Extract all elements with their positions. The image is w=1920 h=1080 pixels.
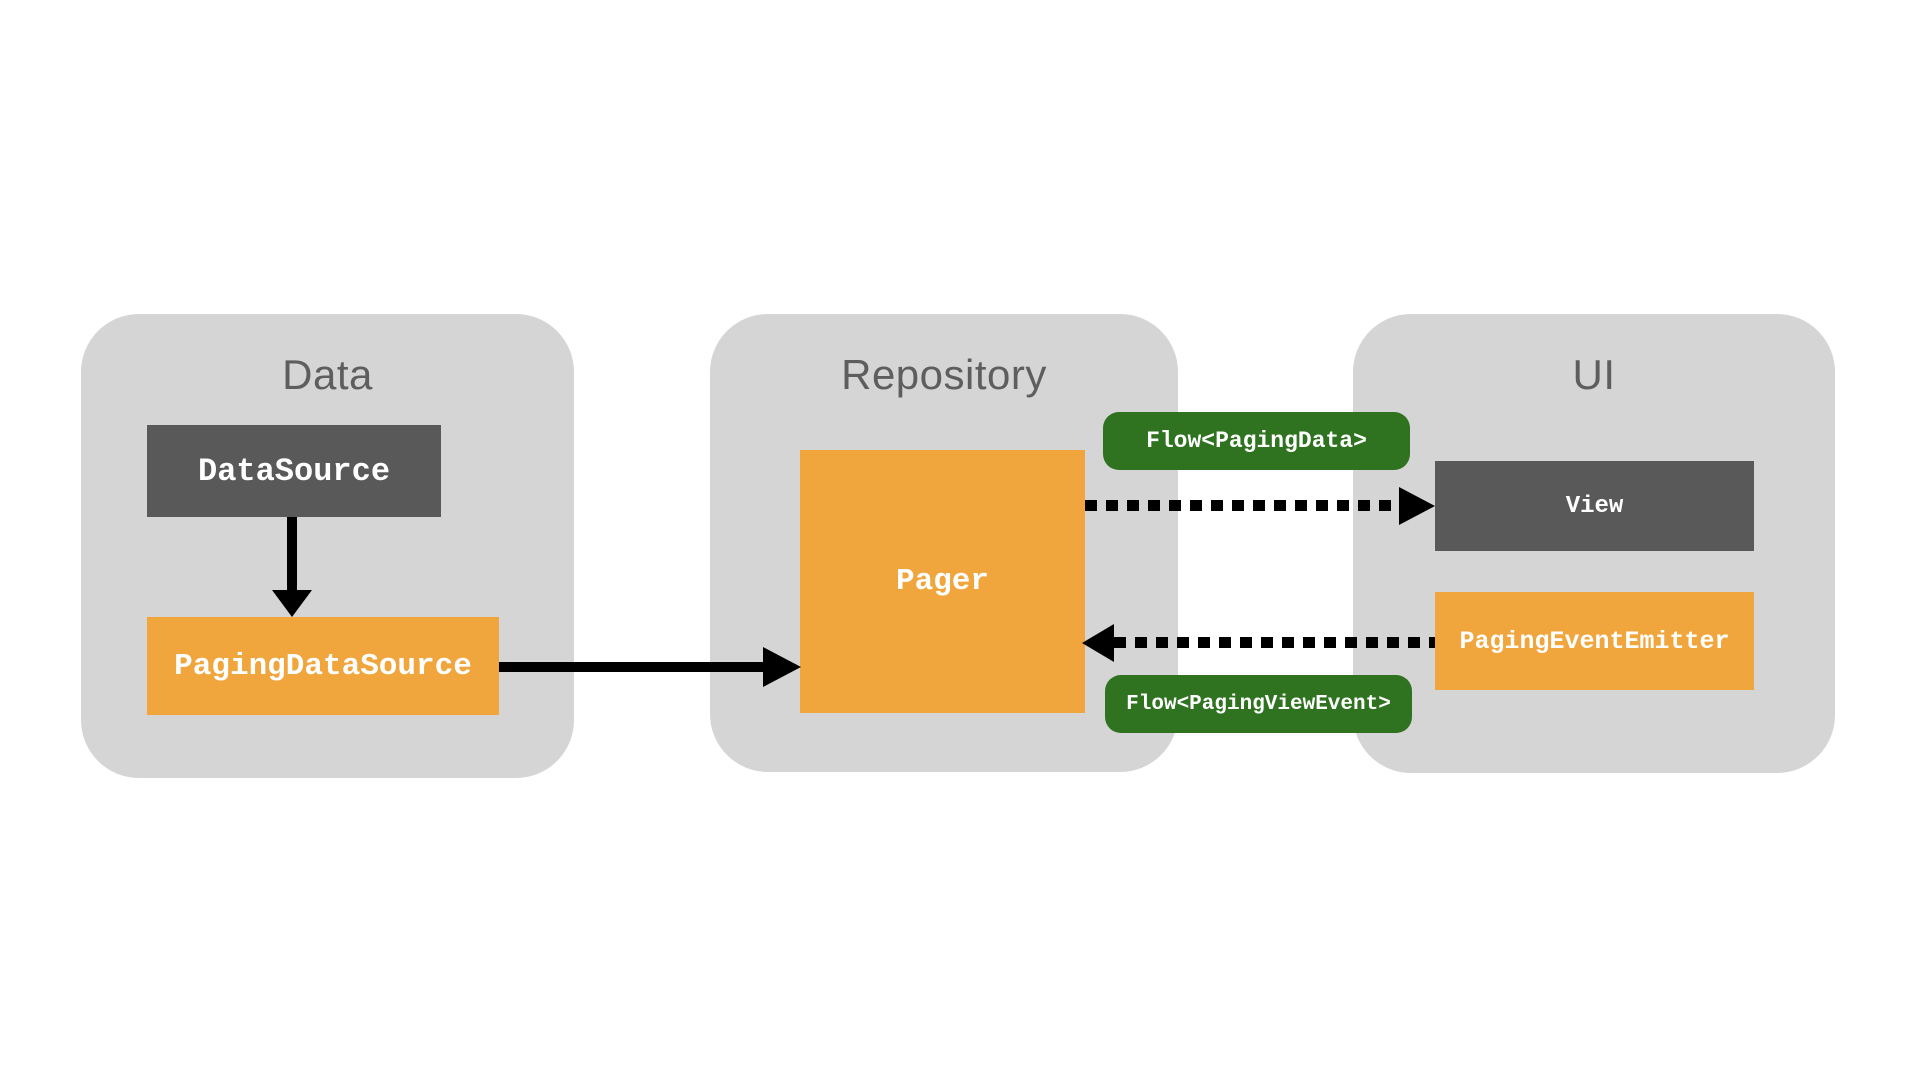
- dashed-arrow-pagingeventemitter-to-pager-head: [1082, 624, 1114, 662]
- node-pagingdatasource: PagingDataSource: [147, 617, 499, 715]
- dashed-arrow-pager-to-view-shaft: [1085, 500, 1403, 511]
- container-ui-title: UI: [1572, 351, 1616, 398]
- node-view: View: [1435, 461, 1754, 551]
- node-view-label: View: [1565, 492, 1624, 520]
- node-datasource: DataSource: [147, 425, 441, 517]
- container-repository-title: Repository: [841, 351, 1047, 398]
- node-pagingeventemitter: PagingEventEmitter: [1435, 592, 1754, 690]
- container-data-title: Data: [282, 351, 373, 398]
- arrow-pagingdatasource-to-pager-head: [763, 647, 801, 687]
- dashed-arrow-pagingeventemitter-to-pager-shaft: [1114, 637, 1435, 648]
- arrow-datasource-to-pagingdatasource-shaft: [287, 517, 297, 592]
- node-datasource-label: DataSource: [197, 452, 391, 490]
- dashed-arrow-pager-to-view-head: [1399, 487, 1435, 525]
- flow-badge-paging-view-event-label: Flow<PagingViewEvent>: [1126, 692, 1391, 716]
- node-pagingeventemitter-label: PagingEventEmitter: [1459, 626, 1730, 656]
- flow-badge-paging-data: Flow<PagingData>: [1103, 412, 1410, 470]
- flow-badge-paging-view-event: Flow<PagingViewEvent>: [1105, 675, 1412, 733]
- node-pager: Pager: [800, 450, 1085, 713]
- node-pager-label: Pager: [895, 564, 989, 599]
- flow-badge-paging-data-label: Flow<PagingData>: [1146, 428, 1367, 454]
- arrow-pagingdatasource-to-pager-shaft: [499, 662, 765, 672]
- node-pagingdatasource-label: PagingDataSource: [174, 648, 472, 684]
- arrow-datasource-to-pagingdatasource-head: [272, 590, 312, 617]
